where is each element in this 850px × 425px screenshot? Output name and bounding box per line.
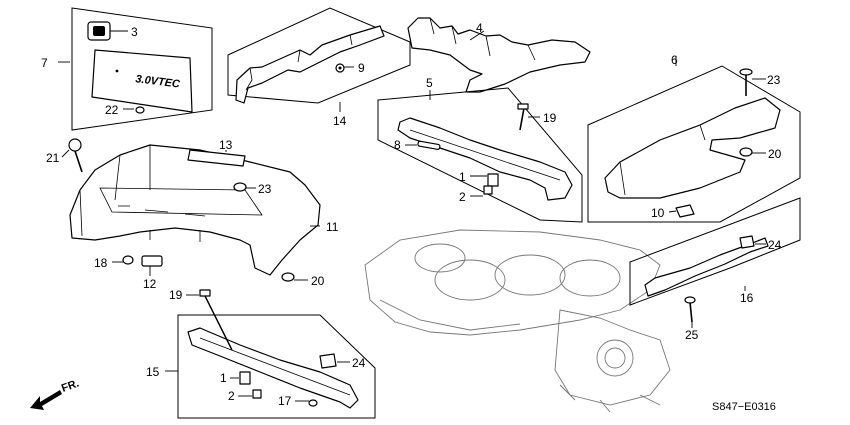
group-4-cover	[407, 17, 591, 93]
callout-20-left: 20	[311, 274, 325, 288]
group-5-bracket	[377, 87, 583, 223]
emblem-lettering: 3.0VTEC	[135, 73, 182, 90]
callout-18: 18	[94, 256, 108, 270]
callout-25: 25	[685, 328, 699, 342]
callout-5: 5	[426, 76, 433, 90]
group-7-emblem-plate: 3.0VTEC	[58, 7, 213, 131]
emblem-plate	[91, 49, 193, 113]
engine-intake-background	[364, 229, 671, 413]
front-direction-arrow	[30, 390, 62, 410]
callout-1-lower: 1	[220, 371, 227, 385]
group-14-cover	[227, 7, 411, 112]
callout-21: 21	[46, 151, 60, 165]
callout-10: 10	[651, 206, 665, 220]
callout-11: 11	[326, 220, 339, 234]
callout-6: 6	[671, 53, 678, 67]
callout-14: 14	[333, 114, 347, 128]
callout-9: 9	[358, 61, 365, 75]
callout-19-upper: 19	[543, 111, 557, 125]
callout-24-right: 24	[768, 238, 782, 252]
callout-23-left: 23	[258, 182, 272, 196]
callout-7: 7	[41, 56, 48, 70]
callout-2-upper: 2	[459, 190, 466, 204]
callout-1-upper: 1	[459, 170, 466, 184]
group-16-bracket	[629, 197, 801, 328]
cover-4	[407, 17, 591, 93]
callout-24-lower: 24	[352, 356, 366, 370]
callout-4: 4	[476, 21, 483, 35]
group-11-engine-cover	[61, 138, 321, 282]
callout-labels: 3 7 22 9 14 4 5 19 8 1 2 6 23 20 10 13 2…	[41, 21, 782, 408]
callout-20-right: 20	[768, 147, 782, 161]
callout-3: 3	[131, 25, 138, 39]
callout-16: 16	[740, 291, 754, 305]
bracket-16	[644, 237, 769, 297]
callout-23-right: 23	[767, 73, 781, 87]
callout-19-lower: 19	[169, 288, 183, 302]
callout-12: 12	[143, 277, 157, 291]
front-direction-label: FR.	[60, 377, 81, 394]
group-6-cover	[587, 57, 801, 223]
callout-17: 17	[278, 394, 292, 408]
callout-13: 13	[219, 138, 233, 152]
callout-8: 8	[394, 138, 401, 152]
cover-6	[604, 97, 781, 199]
bracket-15	[187, 327, 359, 409]
callout-22: 22	[105, 103, 119, 117]
diagram-code: S847−E0316	[712, 401, 776, 413]
engine-cover-11	[69, 144, 321, 276]
callout-2-lower: 2	[228, 389, 235, 403]
callout-15: 15	[146, 365, 160, 379]
group-15-bracket	[165, 289, 376, 419]
